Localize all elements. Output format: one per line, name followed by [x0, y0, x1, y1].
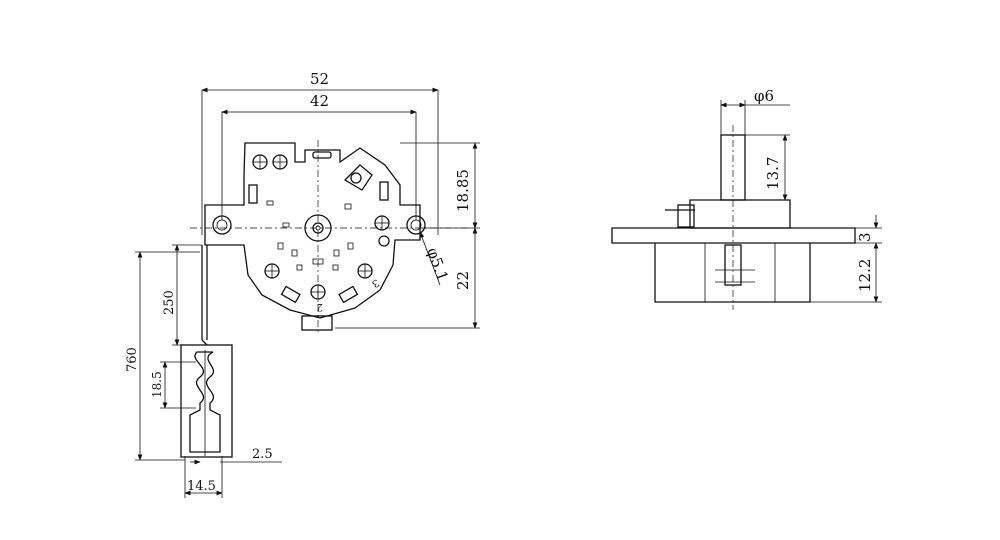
dimension-hole-diameter: φ5.1	[419, 231, 452, 286]
front-view: 52 42	[125, 70, 480, 498]
dimension-vertical-right: 18.85 22	[335, 142, 480, 329]
mounting-hole-left	[212, 215, 232, 235]
dim-flange-thickness-label: 3	[856, 232, 874, 242]
dim-body-height-label: 12.2	[856, 259, 874, 292]
dim-width-inner-label: 42	[310, 92, 329, 110]
dim-terminal-thickness-label: 2.5	[252, 447, 273, 462]
dimension-52: 52	[201, 70, 439, 235]
side-view: φ6 13.7 3 12.2	[611, 87, 882, 310]
dim-shaft-dia-label: φ6	[754, 87, 774, 105]
dim-shaft-length-label: 13.7	[764, 157, 782, 190]
mounting-hole-right	[406, 215, 426, 235]
dim-height-lower-label: 22	[454, 271, 472, 290]
dim-width-total-label: 52	[310, 70, 329, 88]
dim-terminal-width-label: 14.5	[187, 479, 216, 494]
dim-hole-dia-label: φ5.1	[423, 245, 452, 283]
wire-lead: 250 760	[125, 244, 208, 461]
flange-plate	[611, 227, 856, 244]
dim-wire-segment-label: 250	[162, 290, 177, 315]
dim-wire-length-label: 760	[125, 347, 140, 372]
dimension-42: 42	[221, 92, 417, 220]
position-label-3: 3	[370, 276, 381, 289]
dim-terminal-length-label: 18.5	[150, 371, 164, 398]
switch-body: 2 3	[190, 140, 470, 335]
dim-height-upper-label: 18.85	[454, 169, 472, 212]
position-label-2: 2	[317, 301, 323, 312]
crimp-terminal: 18.5 2.5 14.5	[150, 344, 282, 498]
